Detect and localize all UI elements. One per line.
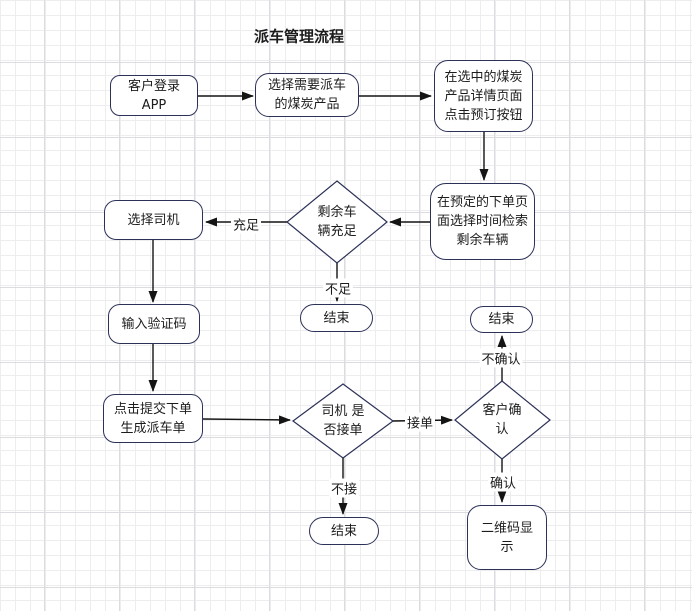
node-submit-order: 点击提交下单 生成派车单 <box>103 394 203 443</box>
edge-submit-order-to-driver-accept <box>202 415 291 425</box>
node-text-line: 客户登录 <box>127 78 180 94</box>
node-text-line: 结束 <box>323 310 350 326</box>
node-enter-code: 输入验证码 <box>108 304 200 344</box>
node-text-line: 认 <box>495 422 509 437</box>
node-text-line: 结束 <box>330 523 357 539</box>
node-text-line: 选择司机 <box>127 212 180 228</box>
node-text-line: 司机 是 <box>321 404 365 419</box>
node-select-product: 选择需要派车 的煤炭产品 <box>255 73 359 117</box>
node-text-line: 在选中的煤炭 <box>444 69 523 85</box>
node-text-line: 点击提交下单 <box>113 401 192 417</box>
edge-label-insufficient: 不足 <box>322 278 354 298</box>
node-select-driver: 选择司机 <box>104 200 203 240</box>
node-text-line: 的煤炭产品 <box>274 97 340 112</box>
node-qr-display: 二维码显 示 <box>467 505 547 570</box>
node-search-vehicles: 在预定的下单页 面选择时间检索 剩余车辆 <box>430 183 535 260</box>
node-customer-login-app: 客户登录 APP <box>110 75 198 116</box>
node-text-line: 示 <box>500 539 514 555</box>
edge-label-confirm: 确认 <box>487 472 519 492</box>
node-text-line: APP <box>141 97 167 113</box>
node-text-line: 结束 <box>488 312 515 327</box>
edge-label-accept: 接单 <box>404 412 436 432</box>
node-text-line: 剩余车 <box>317 205 357 220</box>
edge-label-not-confirm: 不确认 <box>479 348 523 368</box>
node-text-line: 客户确 <box>482 403 522 418</box>
node-text-line: 辆充足 <box>317 224 357 239</box>
node-text-line: 输入验证码 <box>121 316 187 332</box>
node-end-vehicles: 结束 <box>300 304 373 332</box>
node-click-reserve: 在选中的煤炭 产品详情页面 点击预订按钮 <box>434 60 533 132</box>
node-driver-accept-label: 司机 是 否接单 <box>321 402 364 440</box>
node-end-customer: 结束 <box>470 306 533 333</box>
page-title: 派车管理流程 <box>253 27 345 46</box>
node-text-line: 点击预订按钮 <box>444 107 523 123</box>
node-text-line: 面选择时间检索 <box>436 214 528 229</box>
node-customer-confirm-label: 客户确 认 <box>482 401 521 439</box>
node-text-line: 否接单 <box>323 423 363 438</box>
edge-label-reject: 不接 <box>328 478 360 498</box>
node-vehicles-sufficient-label: 剩余车 辆充足 <box>317 203 356 241</box>
node-end-driver: 结束 <box>309 517 379 545</box>
node-text-line: 在预定的下单页 <box>436 195 528 210</box>
node-text-line: 选择需要派车 <box>267 78 346 93</box>
node-text-line: 生成派车单 <box>120 420 186 436</box>
node-text-line: 产品详情页面 <box>444 88 523 104</box>
node-text-line: 剩余车辆 <box>456 233 509 248</box>
edge-label-sufficient: 充足 <box>230 214 262 234</box>
node-text-line: 二维码显 <box>480 520 533 536</box>
